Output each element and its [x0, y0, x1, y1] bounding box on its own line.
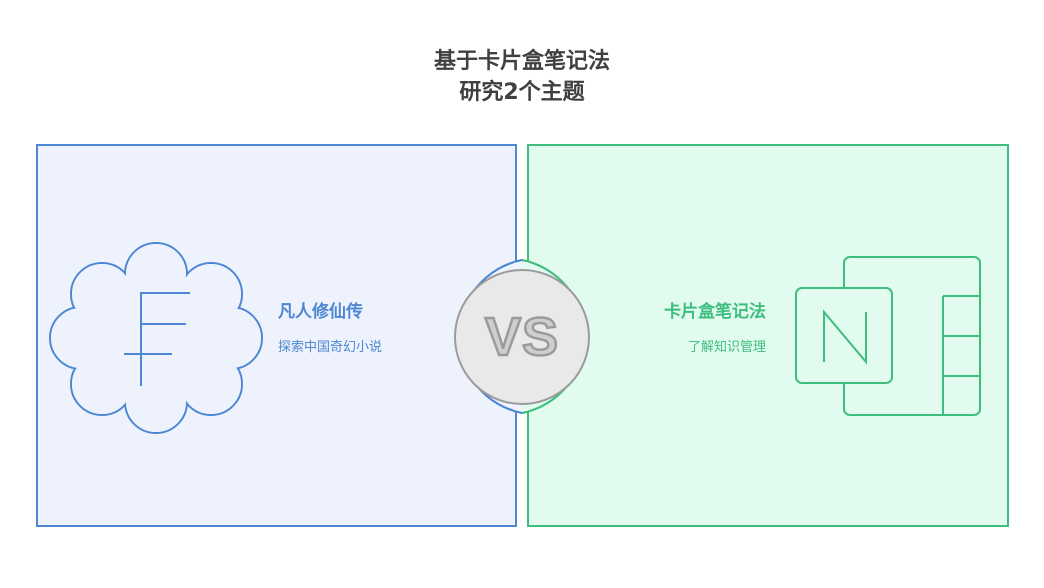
right-topic-heading: 卡片盒笔记法 [664, 302, 766, 322]
right-topic-subtitle: 了解知识管理 [687, 340, 766, 355]
left-topic-heading: 凡人修仙传 [278, 302, 363, 322]
diagram-title-line1: 基于卡片盒笔记法 [433, 49, 610, 74]
vs-label: VS [484, 306, 560, 369]
f-glyph [124, 292, 190, 386]
left-topic-subtitle: 探索中国奇幻小说 [278, 340, 383, 355]
cloud-interior [51, 244, 261, 432]
vs-circle [454, 269, 590, 405]
onenote-notebook-icon [795, 256, 981, 416]
diagram-title-line2: 研究2个主题 [459, 80, 585, 105]
